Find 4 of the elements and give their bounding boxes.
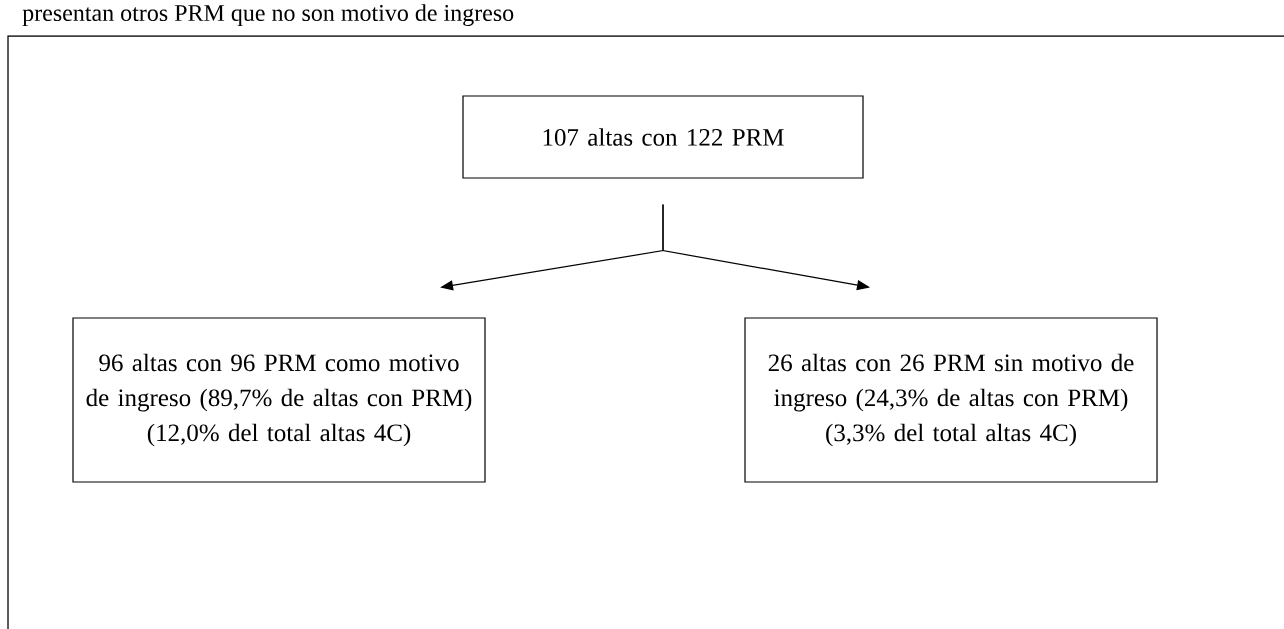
text-box: 107 altas con 122 PRM: [462, 95, 864, 179]
text-box: 26 altas con 26 PRM sin motivo de ingreso (24,3% de altas con PRM) (3,3% del total altas 4C): [744, 317, 1158, 483]
note-text: presentan otros PRM que no son motivo de ingreso: [22, 4, 514, 27]
text-box: 96 altas con 96 PRM como motivo de ingreso (89,7% de altas con PRM) (12,0% del total altas 4C): [72, 317, 486, 483]
